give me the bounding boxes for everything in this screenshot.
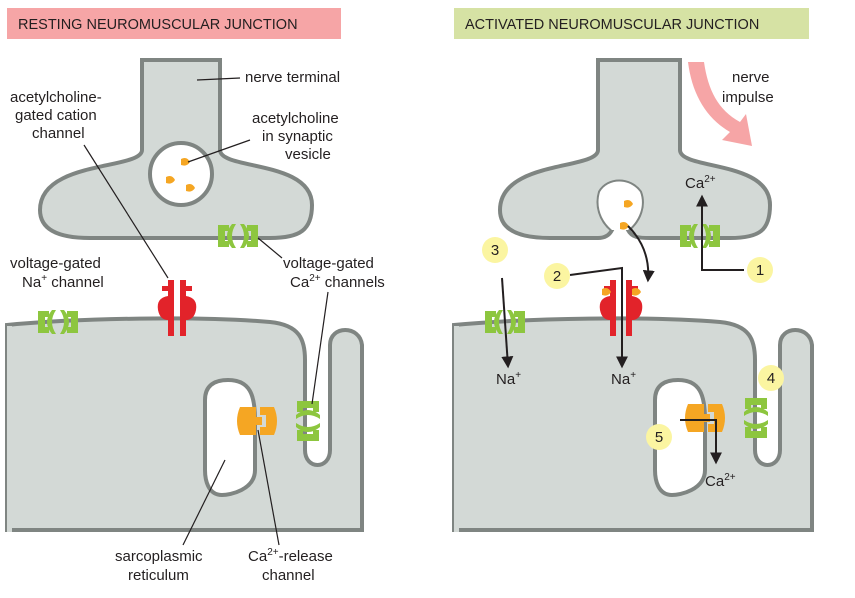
svg-text:2: 2: [553, 268, 561, 285]
resting-panel: RESTING NEUROMUSCULAR JUNCTION nerve ter…: [5, 8, 385, 584]
label-ach-vesicle-3: vesicle: [285, 146, 331, 163]
label-ca-top: Ca2+: [685, 174, 716, 192]
label-nerve-terminal: nerve terminal: [245, 69, 340, 86]
na-channel-arrow: [501, 277, 514, 369]
step-badge-4: 4: [758, 365, 784, 391]
label-release-2: channel: [262, 567, 315, 584]
label-impulse-1: nerve: [732, 69, 770, 86]
label-na-mid: Na+: [611, 370, 636, 388]
label-ach-vesicle-2: in synaptic: [262, 128, 333, 145]
resting-title-bg: [7, 8, 341, 39]
resting-title: RESTING NEUROMUSCULAR JUNCTION: [18, 17, 298, 33]
svg-text:5: 5: [655, 429, 663, 446]
label-impulse-2: impulse: [722, 89, 774, 106]
ca-release-arrow: [680, 419, 722, 465]
label-nav-1: voltage-gated: [10, 255, 101, 272]
label-cav-2: Ca2+ channels: [290, 273, 385, 291]
svg-text:3: 3: [491, 242, 499, 259]
activated-panel: ACTIVATED NEUROMUSCULAR JUNCTION nerve i…: [452, 8, 814, 532]
acetylcholine-bound: [632, 288, 641, 296]
label-achr-1: acetylcholine-: [10, 89, 102, 106]
muscle-membrane-active: [452, 316, 814, 532]
ach-release-arrow: [627, 225, 655, 283]
label-ach-vesicle-1: acetylcholine: [252, 110, 339, 127]
step-badge-1: 1: [747, 257, 773, 283]
na-influx-arrow: [569, 266, 628, 369]
label-nav-2: Na+ channel: [22, 273, 104, 291]
label-cav-1: voltage-gated: [283, 255, 374, 272]
sarcoplasmic-reticulum: [203, 377, 257, 498]
step-badge-5: 5: [646, 424, 672, 450]
label-release-1: Ca2+-release: [248, 547, 333, 565]
muscle-membrane: [5, 316, 364, 532]
label-sr-2: reticulum: [128, 567, 189, 584]
activated-title-bg: [454, 8, 809, 39]
label-achr-3: channel: [32, 125, 85, 142]
step-badge-2: 2: [544, 263, 570, 289]
nerve-impulse-arrow: [688, 62, 752, 146]
label-achr-2: gated cation: [15, 107, 97, 124]
svg-text:1: 1: [756, 262, 764, 279]
synaptic-vesicle: [148, 141, 214, 207]
step-badge-3: 3: [482, 237, 508, 263]
ca-influx-arrow: [696, 194, 744, 271]
label-na-left: Na+: [496, 370, 521, 388]
label-ca-bottom: Ca2+: [705, 472, 736, 490]
svg-text:4: 4: [767, 370, 775, 387]
label-sr-1: sarcoplasmic: [115, 548, 203, 565]
activated-title: ACTIVATED NEUROMUSCULAR JUNCTION: [465, 17, 759, 33]
